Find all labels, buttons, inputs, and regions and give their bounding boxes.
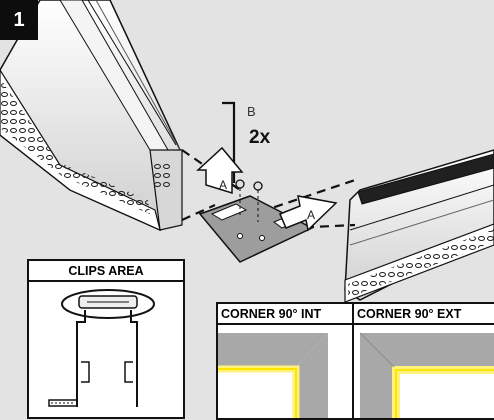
corner-ext-detail: CORNER 90° EXT [352, 302, 494, 420]
left-profile [0, 0, 183, 232]
screw-icon [222, 101, 263, 222]
step-number-badge: 1 [0, 0, 38, 40]
corner-int-title: CORNER 90° INT [218, 304, 354, 325]
profile-cross-section-icon [48, 289, 155, 407]
clips-area-title: CLIPS AREA [29, 261, 183, 282]
right-profile [344, 149, 494, 303]
arrow-a-right-label: A [307, 208, 315, 222]
arrow-a-right-icon: A [279, 195, 338, 232]
arrow-a-left-label: A [219, 178, 227, 192]
corner-connector-plate [198, 195, 314, 263]
arrow-a-left-icon: A [196, 146, 244, 195]
corner-ext-title: CORNER 90° EXT [354, 304, 494, 325]
corner-int-preview-icon [218, 325, 354, 418]
screw-callout-letter: B [247, 104, 256, 119]
corner-ext-preview-icon [354, 325, 494, 418]
corner-int-detail: CORNER 90° INT [216, 302, 356, 420]
screw-quantity: 2x [249, 127, 271, 148]
clips-area-detail: CLIPS AREA [27, 259, 185, 419]
